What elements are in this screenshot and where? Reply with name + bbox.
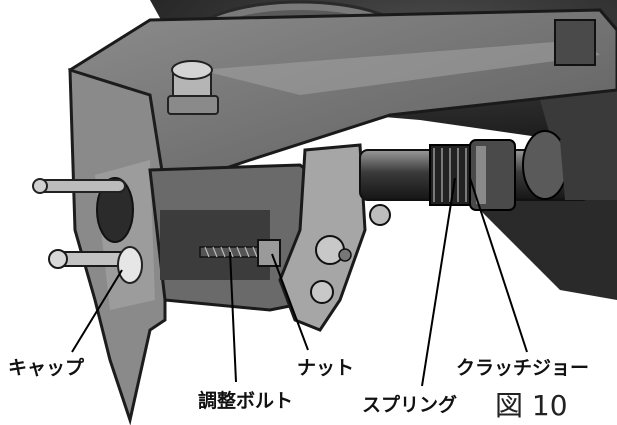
clutch-jaw-leader [469,177,528,353]
leader-lines [71,177,528,387]
plate-hole [96,177,134,243]
label-adjust-bolt: 調整ボルト [196,390,296,412]
nut-part [257,239,281,267]
top-bolt [167,60,219,115]
spring-part [429,144,471,206]
label-clutch-jaw: クラッチジョー [454,357,592,379]
cap-leader [71,269,123,353]
shaft [359,130,617,211]
clutch-jaw-part [469,139,516,211]
label-cap: キャップ [6,357,87,379]
nut-leader [271,253,309,351]
left-pin [32,178,126,194]
spring-leader [421,177,456,387]
adjust-bolt-leader [229,251,237,383]
label-spring: スプリング [360,394,460,416]
cap-part [48,246,143,284]
label-nut: ナット [295,357,357,379]
figure-caption: 図 10 [495,389,568,422]
